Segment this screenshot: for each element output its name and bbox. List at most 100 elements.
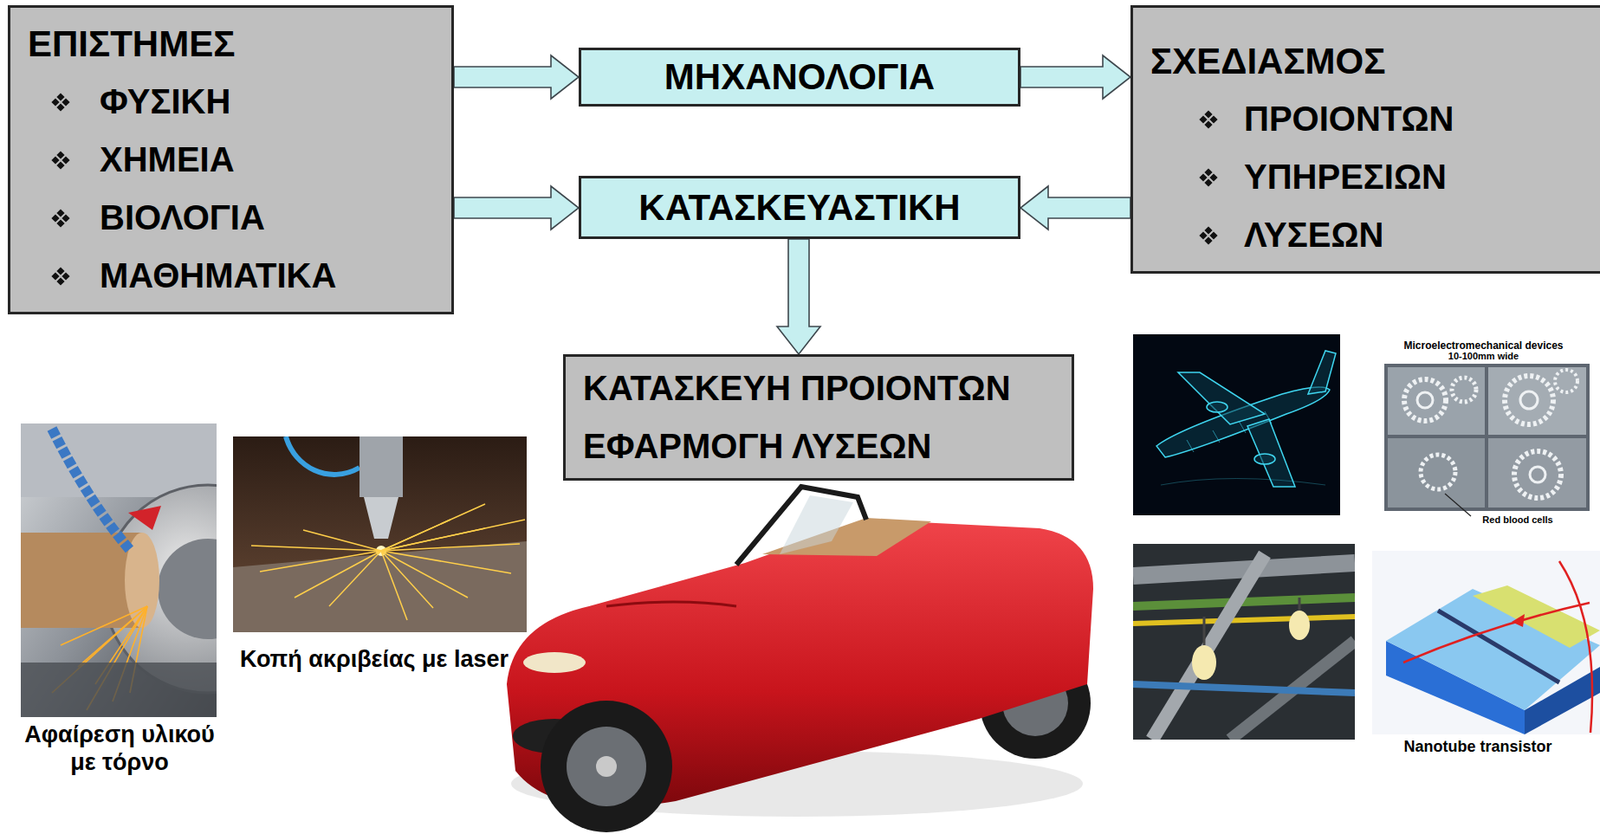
- bullet-symbol: [1204, 120, 1212, 129]
- sports-car-part: [736, 486, 867, 565]
- airplane-wireframe-part-part: [1206, 401, 1228, 413]
- bullet-symbol: [1198, 110, 1218, 130]
- sports-car-part: [606, 602, 737, 607]
- pipes-photo-part: [1133, 616, 1355, 624]
- bullet-symbol: [51, 266, 71, 286]
- pipes-photo-part: [1133, 684, 1355, 694]
- bullet-symbol: [1209, 173, 1218, 182]
- sports-car-part: [506, 519, 1094, 808]
- image-label: Red blood cells: [1472, 514, 1563, 526]
- bullet-symbol: [56, 208, 65, 217]
- image-label: Microelectromechanical devices: [1377, 339, 1590, 352]
- airplane-wireframe: [1133, 334, 1341, 516]
- process-box: ΚΑΤΑΣΚΕΥΑΣΤΙΚΗ: [578, 175, 1021, 240]
- laser-photo-part: [359, 436, 403, 498]
- laser-photo-part: [363, 497, 399, 539]
- list-row: ΛΥΣΕΩΝ: [1150, 206, 1584, 265]
- airplane-wireframe-part: [1186, 411, 1272, 453]
- bullet-symbol: [51, 97, 59, 106]
- laser-photo-part-part: [251, 545, 382, 551]
- airplane-wireframe-part-part: [1156, 387, 1330, 458]
- text-row: ΚΑΤΑΣΚΕΥΗ ΠΡΟΙΟΝΤΩΝ: [582, 359, 1051, 418]
- list-row: ΧΗΜΕΙΑ: [27, 130, 435, 189]
- box-text: ΚΑΤΑΣΚΕΥΗ ΠΡΟΙΟΝΤΩΝ: [582, 369, 1011, 409]
- lathe-photo: [20, 423, 217, 718]
- airplane-wireframe-part-part: [1238, 421, 1246, 434]
- list-item: ΒΙΟΛΟΓΙΑ: [99, 198, 266, 238]
- text-row: ΕΦΑΡΜΟΓΗ ΛΥΣΕΩΝ: [582, 417, 1051, 476]
- box-heading: ΕΠΙΣΤΗΜΕΣ: [27, 23, 235, 65]
- block-arrow: [453, 55, 579, 99]
- pipes-photo-part: [1191, 645, 1217, 681]
- mems-photo-part: [1366, 336, 1600, 526]
- airplane-wireframe-part: [1156, 350, 1336, 487]
- text-row: ΕΠΙΣΤΗΜΕΣ: [27, 14, 435, 73]
- list-item: ΜΑΘΗΜΑΤΙΚΑ: [99, 256, 337, 296]
- airplane-wireframe-part-part: [1247, 419, 1296, 487]
- bullet-symbol: [1198, 168, 1218, 188]
- list-row: ΒΙΟΛΟΓΙΑ: [27, 188, 435, 247]
- list-row: ΠΡΟΙΟΝΤΩΝ: [1150, 90, 1584, 149]
- laser-photo-part: [251, 504, 525, 621]
- mems-photo-part-part: [1529, 466, 1546, 483]
- sports-car-part: [779, 495, 854, 555]
- mems-photo-part-part: [1451, 377, 1477, 402]
- bullet-symbol: [1204, 178, 1212, 187]
- airplane-wireframe-part-part: [1308, 350, 1336, 395]
- laser-photo-part-part: [381, 550, 408, 621]
- airplane-wireframe-part-part: [1254, 453, 1276, 465]
- mems-photo-part: [1488, 438, 1587, 508]
- mems-photo-part-part: [1514, 451, 1562, 499]
- mems-photo-part-part: [1420, 454, 1456, 490]
- mems-photo-part: [1387, 438, 1485, 508]
- bullet-symbol: [56, 150, 65, 159]
- photo-caption: Αφαίρεση υλικού με τόρνο: [11, 720, 228, 778]
- laser-photo-part: [233, 436, 527, 633]
- bullet-symbol: [56, 92, 65, 101]
- bullet-symbol: [51, 92, 71, 112]
- laser-photo-part-part: [381, 550, 434, 609]
- bullet-symbol: [61, 97, 70, 106]
- laser-photo-part-part: [381, 519, 525, 551]
- mems-photo-part: [1387, 367, 1485, 435]
- bullet-symbol: [56, 266, 65, 275]
- pipes-photo-part: [1133, 544, 1355, 740]
- pipes-photo-part: [1298, 597, 1302, 611]
- pipes-photo: [1133, 544, 1355, 740]
- laser-photo-part-part: [259, 550, 382, 572]
- laser-photo-part-part: [303, 530, 382, 551]
- mems-photo-part: [1404, 369, 1578, 499]
- bullet-symbol: [56, 103, 65, 111]
- bullet-symbol: [51, 150, 71, 170]
- airplane-wireframe-part-part: [1212, 430, 1220, 443]
- lathe-photo-part: [157, 538, 217, 640]
- pipes-photo-part: [1133, 563, 1355, 577]
- nanotube-image-part: [1403, 602, 1590, 663]
- laser-photo-part: [233, 541, 527, 633]
- nanotube-image-part: [1511, 614, 1525, 628]
- nanotube-image-part: [1559, 561, 1593, 733]
- bullet-symbol: [1209, 231, 1218, 240]
- bullet-symbol: [1209, 115, 1218, 124]
- list-row: ΥΠΗΡΕΣΙΩΝ: [1150, 148, 1584, 207]
- list-box: ΣΧΕΔΙΑΣΜΟΣΠΡΟΙΟΝΤΩΝΥΠΗΡΕΣΙΩΝΛΥΣΕΩΝ: [1130, 5, 1600, 274]
- pipes-photo-part: [1289, 610, 1310, 641]
- sports-car-part: [595, 756, 617, 778]
- sports-car-part: [540, 700, 673, 833]
- lathe-photo-part: [128, 505, 162, 531]
- bullet-symbol: [61, 213, 70, 222]
- mems-photo-part-part: [1520, 391, 1538, 409]
- bullet-symbol: [1198, 115, 1207, 124]
- airplane-wireframe-part: [1133, 334, 1341, 516]
- image-label: 10-100mm wide: [1420, 350, 1547, 363]
- text-row: ΚΑΤΑΣΚΕΥΑΣΤΙΚΗ: [638, 187, 960, 229]
- process-box: ΚΑΤΑΣΚΕΥΗ ΠΡΟΙΟΝΤΩΝ ΕΦΑΡΜΟΓΗ ΛΥΣΕΩΝ: [563, 354, 1075, 481]
- block-arrow: [1020, 55, 1131, 99]
- airplane-wireframe-part-part: [1264, 411, 1272, 424]
- block-arrow: [1020, 186, 1131, 230]
- mems-photo-part-part: [1417, 392, 1433, 409]
- mems-photo-part: [1384, 363, 1590, 512]
- airplane-wireframe-part: [1160, 479, 1326, 486]
- sports-car-part: [523, 652, 586, 674]
